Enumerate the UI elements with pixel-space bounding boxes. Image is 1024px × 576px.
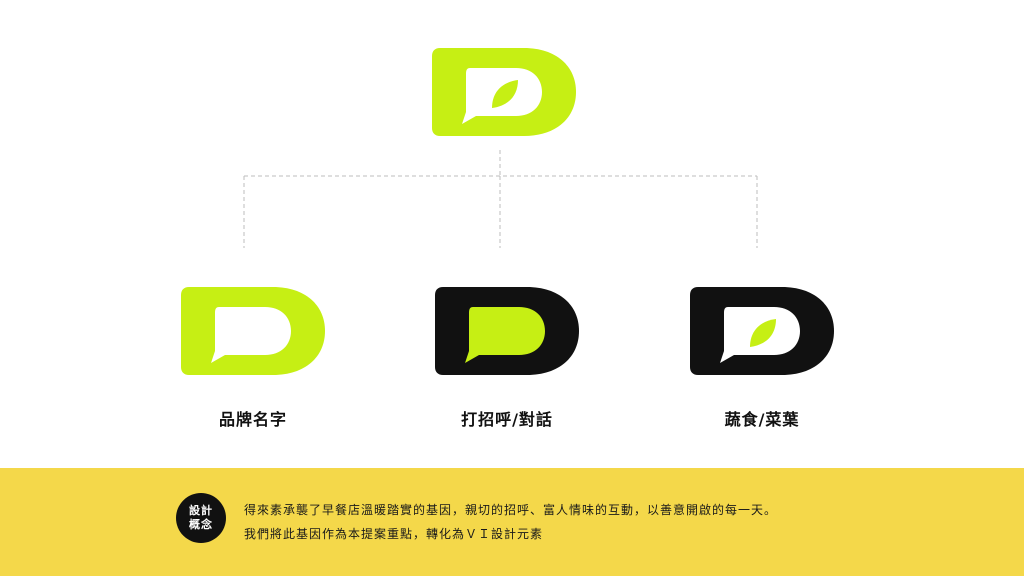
badge-line-2: 概念 <box>189 518 213 531</box>
caption-greeting: 打招呼/對話 <box>461 410 553 429</box>
connector-lines <box>243 150 758 248</box>
speech-bubble-icon <box>465 307 545 363</box>
caption-brand-name: 品牌名字 <box>218 410 287 429</box>
logo-brand-name <box>181 287 325 375</box>
concept-band <box>0 468 1024 576</box>
concept-line-2: 我們將此基因作為本提案重點，轉化為ＶＩ設計元素 <box>244 527 544 541</box>
badge-line-1: 設計 <box>189 504 213 517</box>
concept-line-1: 得來素承襲了早餐店溫暖踏實的基因，親切的招呼、富人情味的互動，以善意開啟的每一天… <box>244 503 778 517</box>
leaf-icon <box>492 80 518 108</box>
concept-text: 得來素承襲了早餐店溫暖踏實的基因，親切的招呼、富人情味的互動，以善意開啟的每一天… <box>244 498 964 546</box>
main-logo <box>432 48 576 136</box>
logo-greeting <box>435 287 579 375</box>
logo-concept-diagram: 品牌名字 打招呼/對話 蔬食/菜葉 <box>181 48 834 429</box>
design-concept-badge: 設計 概念 <box>176 493 226 543</box>
caption-veggie: 蔬食/菜葉 <box>724 410 800 429</box>
speech-bubble-icon <box>211 307 291 363</box>
leaf-icon <box>750 319 776 347</box>
logo-veggie <box>690 287 834 375</box>
